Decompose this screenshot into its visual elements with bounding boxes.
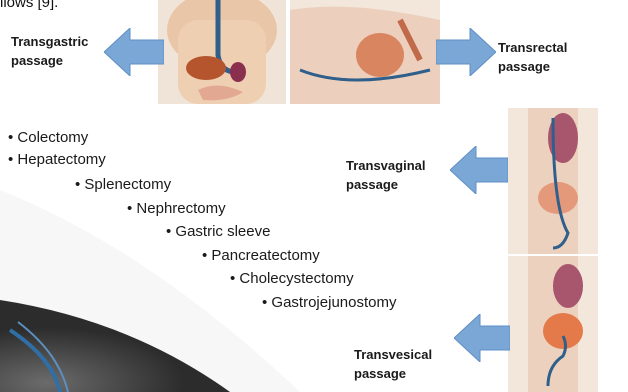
procedure-item: • Gastric sleeve bbox=[166, 221, 270, 243]
female-pelvis-image-1 bbox=[508, 108, 598, 254]
torso-anatomy-image bbox=[158, 0, 286, 104]
procedure-item: • Nephrectomy bbox=[127, 198, 226, 220]
transvesical-arrow-icon bbox=[454, 314, 510, 362]
procedure-item: • Hepatectomy bbox=[8, 149, 106, 171]
transvesical-illustration bbox=[508, 256, 598, 392]
procedure-item: • Gastrojejunostomy bbox=[262, 292, 396, 314]
transrectal-arrow-icon bbox=[436, 28, 496, 76]
transvaginal-arrow-icon bbox=[450, 146, 508, 194]
transrectal-illustration bbox=[290, 0, 440, 104]
female-pelvis-image-2 bbox=[508, 256, 598, 392]
pelvis-sagittal-image bbox=[290, 0, 440, 104]
transgastric-arrow-icon bbox=[104, 28, 164, 76]
procedure-item: • Colectomy bbox=[8, 127, 88, 149]
transgastric-illustration bbox=[158, 0, 286, 104]
procedure-item: • Pancreatectomy bbox=[202, 245, 320, 267]
transgastric-label: Transgastric passage bbox=[11, 32, 103, 70]
transrectal-label: Transrectal passage bbox=[498, 38, 588, 76]
transvaginal-label: Transvaginal passage bbox=[346, 156, 446, 194]
procedure-item: • Splenectomy bbox=[75, 174, 171, 196]
procedure-item: • Cholecystectomy bbox=[230, 268, 354, 290]
transvesical-label: Transvesical passage bbox=[354, 345, 454, 383]
caption-text: llows [9]. bbox=[0, 0, 58, 11]
transvaginal-illustration bbox=[508, 108, 598, 254]
